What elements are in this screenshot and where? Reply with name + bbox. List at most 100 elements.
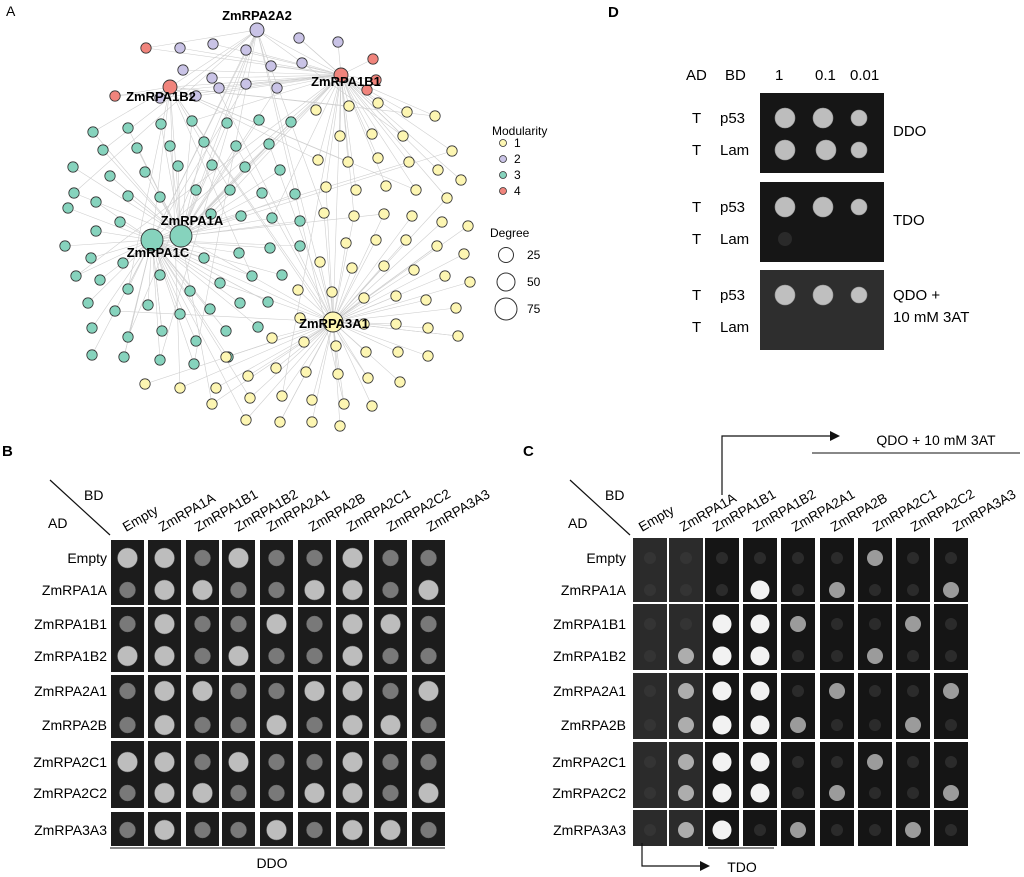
network-node (139, 166, 151, 178)
network-node (285, 116, 297, 128)
network-node (270, 362, 282, 374)
network-node (340, 237, 352, 249)
yeast-colony (342, 547, 363, 569)
yeast-colony (792, 650, 804, 662)
dilution-label: 0.1 (815, 67, 836, 84)
network-node (289, 188, 301, 200)
hub-node (140, 228, 164, 252)
network-node (266, 212, 278, 224)
ad-cell: T (692, 199, 701, 216)
yeast-colony (230, 682, 247, 700)
yeast-colony (907, 787, 919, 799)
yeast-colony (678, 822, 694, 838)
yeast-colony (812, 284, 834, 306)
bd-cell: p53 (720, 287, 745, 304)
bd-cell: Lam (720, 142, 749, 159)
network-node (332, 368, 344, 380)
yeast-colony (342, 819, 363, 841)
yeast-colony (192, 680, 213, 702)
network-node (140, 42, 152, 54)
network-node (190, 90, 202, 102)
row-label: ZmRPA2B (42, 717, 107, 733)
yeast-colony (420, 615, 437, 633)
hub-node (169, 224, 193, 248)
network-node (114, 216, 126, 228)
yeast-colony (342, 782, 363, 804)
yeast-colony (644, 756, 656, 768)
yeast-colony (831, 650, 843, 662)
network-node (131, 142, 143, 154)
hub-node (322, 311, 344, 333)
yeast-colony (644, 552, 656, 564)
yeast-colony (268, 682, 285, 700)
network-node (350, 184, 362, 196)
yeast-colony (154, 680, 175, 702)
network-node (326, 286, 338, 298)
yeast-colony (154, 547, 175, 569)
network-node (263, 138, 275, 150)
network-node (256, 187, 268, 199)
network-node (155, 118, 167, 130)
row-label: Empty (586, 550, 626, 566)
degree-size-swatch (498, 247, 514, 263)
network-node (431, 240, 443, 252)
row-label: ZmRPA1B1 (553, 616, 626, 632)
modularity-swatch (499, 155, 507, 163)
network-node (206, 398, 218, 410)
network-node (294, 240, 306, 252)
ad-header: AD (686, 67, 707, 84)
network-node (68, 187, 80, 199)
network-node (184, 285, 196, 297)
network-node (85, 252, 97, 264)
yeast-colony (943, 683, 959, 699)
yeast-colony (850, 198, 868, 216)
yeast-colony (678, 648, 694, 664)
network-node (220, 325, 232, 337)
network-node (380, 180, 392, 192)
yeast-colony (306, 647, 323, 665)
network-node (242, 370, 254, 382)
network-node (432, 164, 444, 176)
network-node (262, 296, 274, 308)
panel-c-letter: C (523, 443, 534, 460)
network-node (67, 161, 79, 173)
network-node (221, 117, 233, 129)
network-node (224, 184, 236, 196)
row-label: ZmRPA2C2 (33, 785, 107, 801)
yeast-colony (418, 579, 439, 601)
network-node (82, 297, 94, 309)
yeast-colony (867, 648, 883, 664)
network-node (403, 156, 415, 168)
network-node (392, 346, 404, 358)
yeast-colony (119, 784, 136, 802)
network-node (139, 378, 151, 390)
yeast-colony (342, 579, 363, 601)
yeast-colony (342, 751, 363, 773)
network-node (406, 210, 418, 222)
network-node (358, 292, 370, 304)
qdo-arrowhead (830, 431, 840, 441)
network-node (109, 305, 121, 317)
media-label-ddo: DDO (256, 855, 287, 871)
hub-node (333, 67, 349, 83)
network-node (450, 302, 462, 314)
hub-labels: ZmRPA2A2ZmRPA1B1ZmRPA1B2ZmRPA1AZmRPA1CZm… (126, 8, 381, 331)
yeast-colony (716, 584, 728, 596)
network-node (401, 106, 413, 118)
yeast-colony (907, 552, 919, 564)
degree-size-swatch (494, 297, 518, 321)
network-node (276, 269, 288, 281)
yeast-colony (869, 719, 881, 731)
network-node (334, 130, 346, 142)
yeast-colony (774, 284, 796, 306)
hub-node (162, 79, 178, 95)
yeast-colony (716, 552, 728, 564)
network-node (234, 297, 246, 309)
yeast-colony (869, 685, 881, 697)
yeast-colony (268, 753, 285, 771)
network-node (154, 92, 166, 104)
yeast-colony (382, 784, 399, 802)
